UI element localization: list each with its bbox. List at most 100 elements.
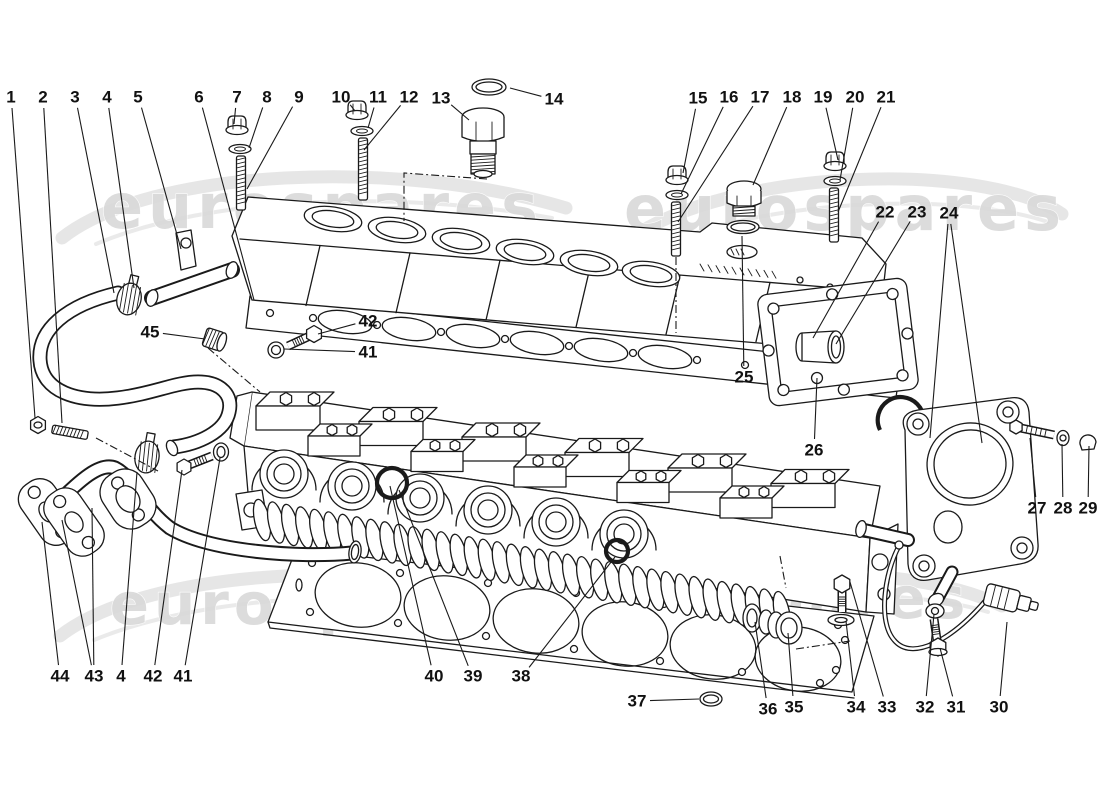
leader-line [1087,445,1090,498]
gasket-bolt-hole [896,369,909,382]
clamp-hatch [146,442,150,472]
washer-hole [356,128,368,134]
fitting-neck [469,140,497,155]
bottom-fasteners [699,574,948,707]
cam-cap-front [616,481,670,504]
cover-front-edge [239,238,875,292]
thread-line [72,428,78,438]
thread-line [203,454,208,463]
bolt-31-base [928,647,948,657]
dash-dot-line [779,555,787,589]
thread-line [671,235,681,239]
dash-dot-line [95,437,159,472]
washer-hole [829,178,841,184]
gasket-hole [481,631,491,641]
clamp-hatch [150,443,155,473]
leader-line [1029,437,1037,498]
short-stud [51,424,89,440]
thread-line [829,225,839,229]
callout-c23: 23 [835,203,926,345]
plug-face [216,332,228,352]
callout-c26: 26 [805,377,823,460]
thread-line [829,205,839,209]
leader-line [849,581,884,697]
part-number-label: 41 [359,343,378,362]
callout-c6: 6 [194,88,255,301]
gasket-hole [628,348,638,358]
seal-washer [267,341,285,359]
bolt-ear [906,412,930,436]
washer-hole [1059,434,1067,442]
part-number-label: 24 [940,204,959,223]
cylinder-bore [314,562,402,628]
leader-line [233,107,237,125]
cap-nut-base [225,124,249,136]
clamp-hatch [123,283,129,313]
thread-line [62,426,67,436]
callout-c45: 45 [141,323,206,342]
thread-line [208,330,217,348]
thread-line [671,211,681,215]
gasket-hole [265,308,275,318]
callout-c1: 1 [6,88,36,419]
thread-line [829,217,839,221]
thread-line [358,167,368,171]
thread-line [671,207,681,211]
gasket-hole [737,667,747,677]
leader-line [939,647,954,697]
callout-c33: 33 [849,581,896,717]
leader-line [999,621,1008,697]
part-number-label: 17 [751,88,770,107]
gasket-oval [637,344,693,370]
thread-line [358,183,368,187]
thread-line [470,164,496,168]
cap-nut-hex [532,454,544,468]
washer-32 [925,603,945,619]
callout-c42b: 42 [144,469,183,686]
part-number-label: 36 [759,700,778,719]
thread-line [931,630,941,633]
thread-line [236,157,246,161]
callout-c4b: 4 [116,471,138,686]
part-number-label: 13 [432,89,451,108]
thread-line [1034,426,1038,436]
gasket-bolt-hole [837,383,850,396]
cast-script-hatch [755,269,761,278]
plug-cap-inner [780,617,798,639]
leader-line [929,223,949,439]
gasket-oval [573,337,629,363]
o-ring-14-inner [475,81,503,93]
thread-line [671,227,681,231]
leader-line [154,469,183,666]
port-inner [477,499,499,521]
cam-well-inner [439,231,483,251]
thread-line [671,247,681,251]
thread-line [236,193,246,197]
leader-line [752,106,788,186]
plug-hex [726,191,762,208]
thread-line [236,181,246,185]
hose-clamp [134,432,160,474]
cap-nut-hex [822,469,836,484]
leader-line [283,348,356,353]
callout-c18: 18 [752,88,801,186]
callout-c10: 10 [332,88,356,112]
port-mid [266,456,302,492]
cam-cap-top [667,453,747,469]
part-number-label: 29 [1079,499,1098,518]
cylinder-bore [403,575,491,641]
leader-line [317,323,356,335]
thread-line [205,329,213,347]
cap-nut-hex [513,422,527,438]
cable-end [894,540,904,550]
side-cover-gasket [757,277,919,407]
cover-boss [933,510,963,544]
leader-line [845,620,856,697]
cap-nut-hex [719,453,733,469]
thread-line [52,425,57,434]
callout-c8: 8 [248,88,272,149]
bracket-hole [180,237,192,249]
callout-c37: 37 [628,692,700,711]
leader-line [787,632,794,697]
